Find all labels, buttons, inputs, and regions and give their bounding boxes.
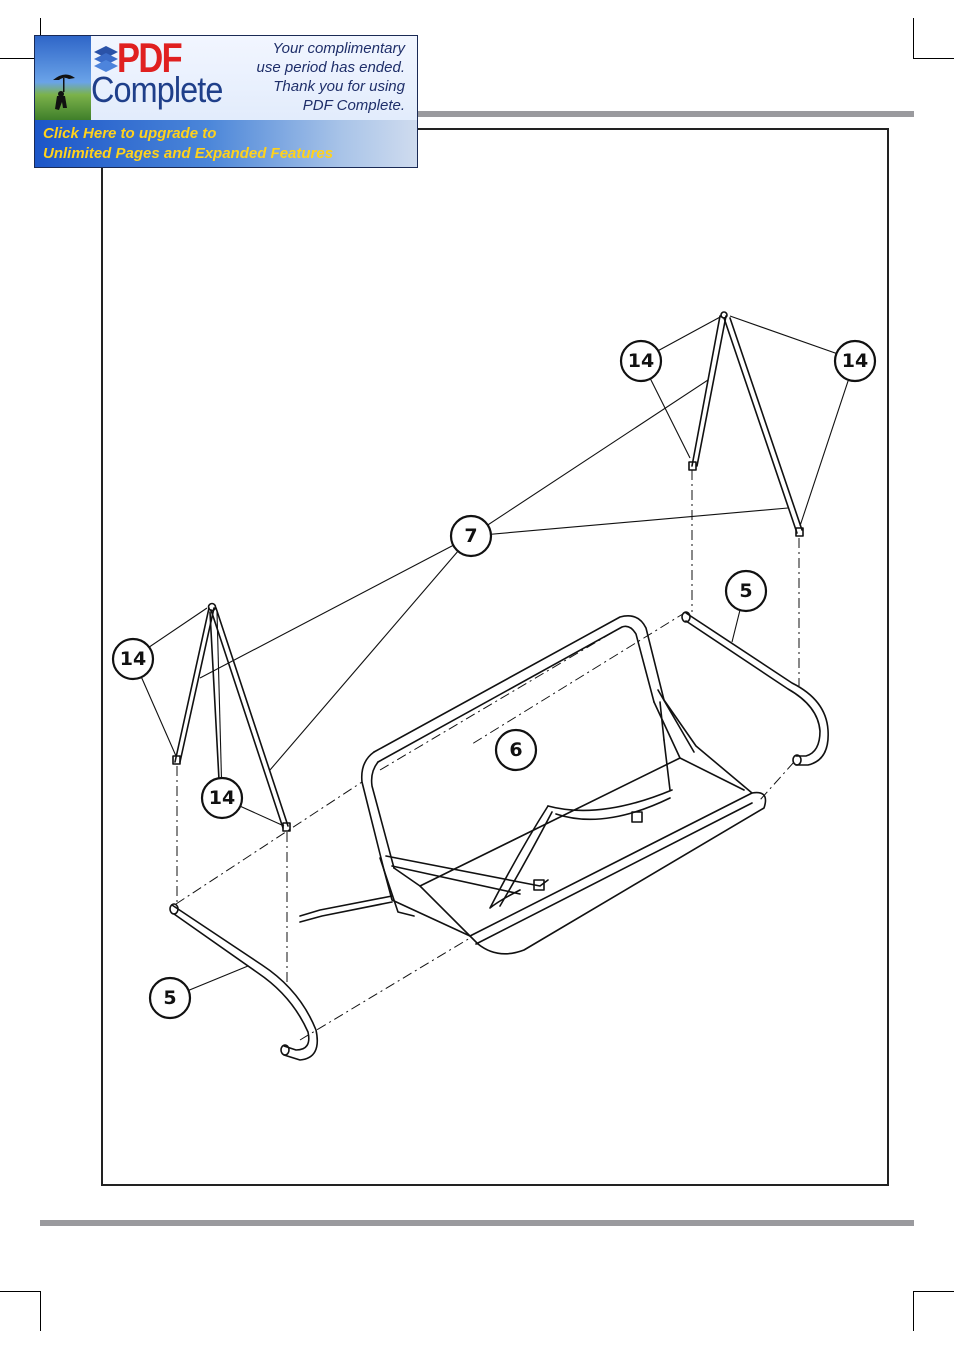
callout-14-top-left: 14 <box>619 339 663 383</box>
callout-5-left: 5 <box>148 976 192 1020</box>
upgrade-link-bar[interactable]: Click Here to upgrade to Unlimited Pages… <box>35 120 417 167</box>
crop-mark-top-left-h <box>0 58 40 59</box>
svg-text:14: 14 <box>842 350 868 372</box>
crop-mark-top-right-v <box>913 18 914 58</box>
svg-text:5: 5 <box>739 580 752 602</box>
upgrade-link[interactable]: Click Here to upgrade to Unlimited Pages… <box>43 124 333 164</box>
brand-complete-text: Complete <box>91 69 223 110</box>
crop-mark-bottom-right-h <box>913 1291 954 1292</box>
svg-text:14: 14 <box>628 350 654 372</box>
upgrade-link-line[interactable]: Unlimited Pages and Expanded Features <box>43 145 334 162</box>
crop-mark-bottom-left-h <box>0 1291 40 1292</box>
banner-photo-image <box>35 36 91 120</box>
a-frame-left <box>172 602 291 832</box>
svg-text:5: 5 <box>163 987 176 1009</box>
trial-message-line: PDF Complete. <box>302 97 405 114</box>
pdf-complete-upgrade-banner[interactable]: PDF Complete Your complimentary use peri… <box>34 35 418 168</box>
callout-14-top-right: 14 <box>833 339 877 383</box>
crop-mark-top-right-h <box>913 58 954 59</box>
footer-rule <box>40 1220 914 1226</box>
crop-mark-bottom-left-v <box>40 1291 41 1331</box>
upgrade-link-line[interactable]: Click Here to upgrade to <box>43 125 217 142</box>
swing-seat <box>299 615 767 955</box>
callout-5-right: 5 <box>724 569 768 613</box>
brand-pdf-text: PDF <box>117 35 183 81</box>
svg-text:7: 7 <box>464 525 477 547</box>
base-rail-right <box>681 611 829 766</box>
callout-6: 6 <box>494 728 538 772</box>
pdf-complete-logo-icon <box>94 46 118 72</box>
svg-text:14: 14 <box>120 648 146 670</box>
callout-7: 7 <box>449 514 493 558</box>
svg-text:6: 6 <box>509 739 522 761</box>
callout-14-left: 14 <box>111 637 155 681</box>
trial-message: Your complimentary use period has ended.… <box>205 39 405 115</box>
crop-mark-bottom-right-v <box>913 1291 914 1331</box>
trial-message-line: Your complimentary <box>272 40 405 57</box>
a-frame-right <box>688 311 804 537</box>
trial-message-line: use period has ended. <box>256 59 405 76</box>
header-rule <box>40 111 914 117</box>
svg-text:14: 14 <box>209 787 235 809</box>
callout-14-lower-left: 14 <box>200 776 244 820</box>
trial-message-line: Thank you for using <box>273 78 405 95</box>
diagram-frame <box>101 128 889 1186</box>
banner-top: PDF Complete Your complimentary use peri… <box>35 35 417 120</box>
base-rail-left <box>169 903 319 1061</box>
